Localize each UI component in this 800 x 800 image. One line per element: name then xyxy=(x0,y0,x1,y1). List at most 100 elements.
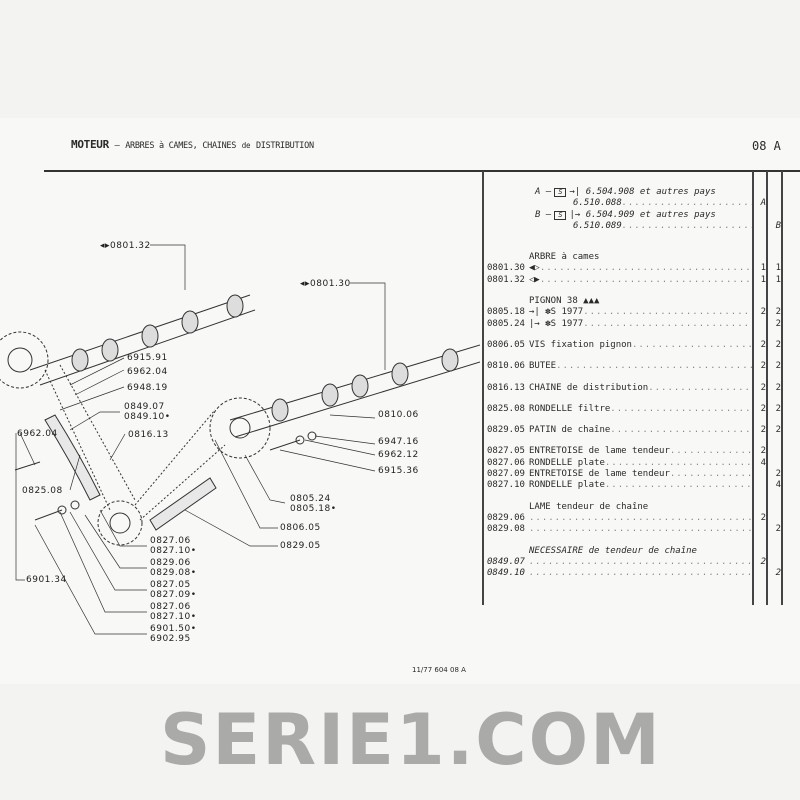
group-title-text: NECESSAIRE de tendeur de chaîne xyxy=(529,545,697,556)
variant-text: 6.504.909 et autres pays xyxy=(585,209,716,220)
callout-0806-05: 0806.05 xyxy=(280,523,321,533)
part-description: ENTRETOISE de lame tendeur xyxy=(529,469,752,480)
qty-a: 2 xyxy=(760,556,766,567)
callout-6901: 6901.50• 6902.95 xyxy=(150,624,197,644)
part-description: RONDELLE plate xyxy=(529,480,752,491)
qty-a: 2 xyxy=(760,446,766,457)
qty-a xyxy=(752,568,767,579)
part-number: 0825.08 xyxy=(487,403,525,414)
part-number: 0801.30 xyxy=(487,263,525,274)
table-row: 0801.32◁▶11 xyxy=(487,275,782,286)
qty-a xyxy=(752,480,767,491)
footer-ref: 11/77 604 08 A xyxy=(412,666,466,674)
callout-0827c: 0827.06 0827.10• xyxy=(150,602,197,622)
callout-0810-06: 0810.06 xyxy=(378,410,419,420)
part-number: 0829.05 xyxy=(487,425,525,436)
timing-chain xyxy=(44,364,226,521)
chain-tensioner-blade xyxy=(44,414,101,501)
callout-0829-05: 0829.05 xyxy=(280,541,321,551)
part-description: BUTEE xyxy=(529,361,752,372)
subtitle-part: ARBRES à CAMES, CHAINES xyxy=(125,141,237,151)
part-number: 0827.05 xyxy=(487,446,525,457)
variant-row: A –S→| 6.504.908 et autres pays xyxy=(487,187,782,198)
table-row: 0805.24 |→ ✽S 1977 2 xyxy=(487,319,782,330)
part-number: 0810.06 xyxy=(487,361,525,372)
part-description xyxy=(529,524,752,535)
qty-b: 2 xyxy=(775,524,781,535)
callout-0816-13: 0816.13 xyxy=(128,430,169,440)
qty-b: 2 xyxy=(775,361,781,372)
qty-a: 2 xyxy=(760,307,766,318)
chain-guide xyxy=(149,477,217,531)
qty-a: 2 xyxy=(760,382,766,393)
table-row: 0805.18→| ✽S 197722 xyxy=(487,307,782,318)
part-description: ENTRETOISE de lame tendeur xyxy=(529,446,752,457)
part-description: VIS fixation pignon xyxy=(529,340,752,351)
column-divider xyxy=(781,171,783,605)
part-number: 0829.06 xyxy=(487,512,525,523)
qty-a: 2 xyxy=(760,339,766,350)
qty-b: 2 xyxy=(775,568,781,579)
qty-b xyxy=(767,187,782,198)
variant-box: S xyxy=(554,188,567,197)
part-description: →| ✽S 1977 xyxy=(529,307,752,318)
variant-line: 6.510.088 xyxy=(487,198,752,209)
arrow-icon: →| xyxy=(569,187,581,197)
qty-a: 2 xyxy=(760,403,766,414)
part-number: 0827.06 xyxy=(487,457,525,468)
part-description: PATIN de chaîne xyxy=(529,425,752,436)
group-title: LAME tendeur de chaîne xyxy=(487,502,782,513)
callout-0825-08: 0825.08 xyxy=(22,486,63,496)
qty-b: 2 xyxy=(775,307,781,318)
qty-b xyxy=(767,210,782,221)
callout-0827a: 0827.06 0827.10• xyxy=(150,536,197,556)
callout-0805: 0805.24 0805.18• xyxy=(290,494,337,514)
camshaft-diagram xyxy=(0,244,480,635)
qty-b xyxy=(767,458,782,469)
table-row: 0801.30◀▷11 xyxy=(487,263,782,274)
table-row: 0827.05 ENTRETOISE de lame tendeur 2 xyxy=(487,446,782,457)
sprocket-crank xyxy=(97,500,143,546)
variant-text: 6.510.088 xyxy=(573,198,622,209)
page-header: MOTEUR – ARBRES à CAMES, CHAINES de DIST… xyxy=(71,138,314,151)
part-number: 0805.24 xyxy=(487,318,525,329)
part-description: |→ ✽S 1977 xyxy=(529,319,752,330)
camshaft-upper xyxy=(29,294,256,386)
callout-0801-30: ◂▸0801.30 xyxy=(300,279,351,289)
variant-row: 6.510.089B xyxy=(487,221,782,232)
table-divider xyxy=(482,171,484,605)
callout-6948-19: 6948.19 xyxy=(127,383,168,393)
separator: – xyxy=(114,141,120,151)
qty-b xyxy=(767,446,782,457)
qty-a xyxy=(752,210,767,221)
part-description: RONDELLE filtre xyxy=(529,404,752,415)
part-number: 0829.08 xyxy=(487,524,525,535)
part-number: 0801.32 xyxy=(487,274,525,285)
arrow-icon: |→ xyxy=(569,209,581,220)
qty-b: 2 xyxy=(775,339,781,350)
variant-line: 6.510.089 xyxy=(487,221,752,232)
sprocket-left xyxy=(0,331,49,389)
part-number: 0849.10 xyxy=(487,568,525,579)
group-title: NECESSAIRE de tendeur de chaîne xyxy=(487,546,782,557)
variant-row: B –S|→ 6.504.909 et autres pays xyxy=(487,210,782,221)
qty-a xyxy=(752,524,767,535)
variant-legend: A –S→| 6.504.908 et autres pays 6.510.08… xyxy=(487,187,782,232)
qty-a: 2 xyxy=(760,361,766,372)
sprocket-right xyxy=(209,397,271,459)
subtitle-part: de xyxy=(241,141,251,150)
qty-a: 1 xyxy=(760,274,766,285)
part-description: CHAINE de distribution xyxy=(529,383,752,394)
qty-b xyxy=(767,513,782,524)
callout-6915-91: 6915.91 xyxy=(127,353,168,363)
qty-b: 2 xyxy=(775,318,781,329)
part-description xyxy=(529,557,752,568)
